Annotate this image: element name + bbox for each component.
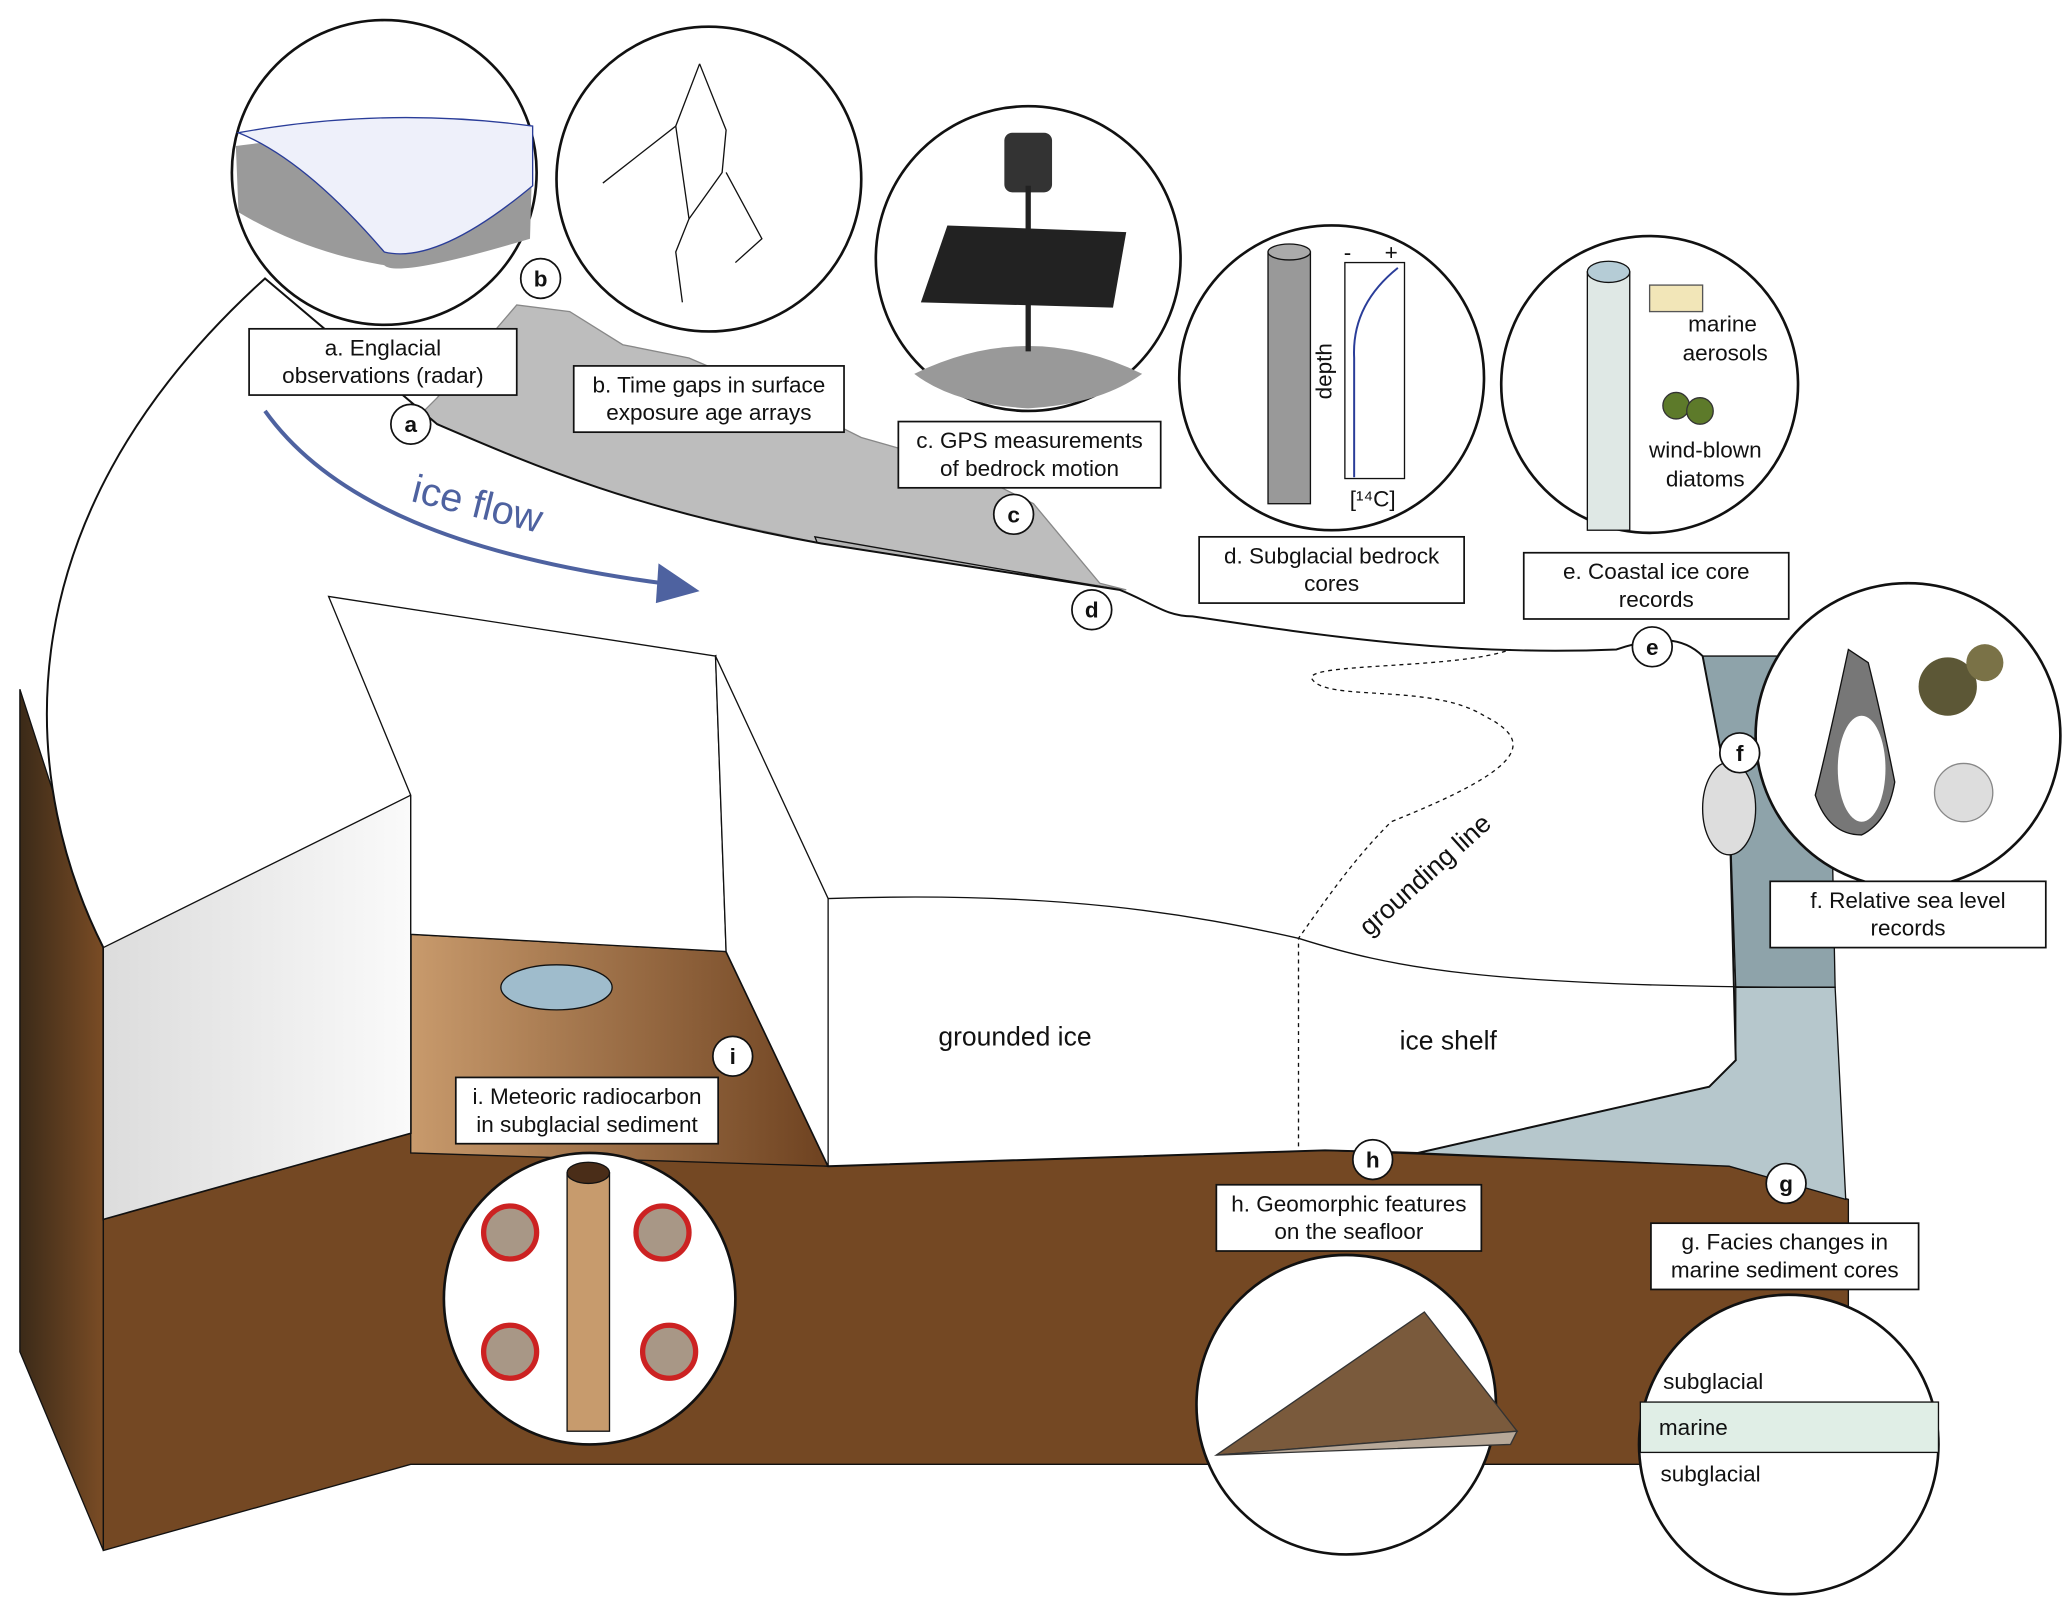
gps-antenna-icon: [1004, 132, 1053, 193]
label-h-line1: h. Geomorphic features: [1231, 1191, 1466, 1216]
tag-f: f: [1718, 732, 1761, 774]
label-e-line1: e. Coastal ice core: [1563, 559, 1749, 584]
label-h-line2: on the seafloor: [1274, 1219, 1423, 1244]
particle-cluster-icon: [480, 1203, 540, 1262]
depth-axis-label: depth: [1312, 343, 1337, 399]
tag-c: c: [992, 493, 1035, 536]
inset-b-exposure-ages: [555, 25, 863, 333]
tag-d: d: [1071, 588, 1113, 631]
ice-flow-arrowhead: [655, 563, 700, 604]
solar-panel-icon: [920, 225, 1127, 308]
tag-e-letter: e: [1646, 635, 1659, 660]
label-f-line2: records: [1870, 916, 1945, 941]
ice-front-face: [102, 794, 412, 1221]
layer-subglacial-bottom: subglacial: [1661, 1462, 1761, 1487]
aerosol-icon: [1648, 284, 1704, 313]
layer-marine: marine: [1659, 1415, 1728, 1440]
inset-i-radiocarbon: [442, 1151, 737, 1446]
inset-g-sediment-core: subglacial marine subglacial: [1637, 1293, 1940, 1596]
label-a-line1: a. Englacial: [325, 335, 441, 360]
grounded-ice-face: [714, 655, 829, 1167]
tag-d-letter: d: [1085, 598, 1099, 623]
subglacial-lake: [500, 964, 613, 1011]
tag-i-letter: i: [730, 1044, 736, 1069]
tag-h-letter: h: [1366, 1148, 1380, 1173]
tag-b: b: [519, 257, 562, 300]
grounded-ice-label: grounded ice: [938, 1022, 1091, 1052]
label-h: h. Geomorphic features on the seafloor: [1215, 1183, 1483, 1252]
label-b-line2: exposure age arrays: [606, 400, 811, 425]
diatoms-label-2: diatoms: [1666, 466, 1745, 491]
label-d: d. Subglacial bedrock cores: [1198, 535, 1465, 604]
ice-cutaway: [327, 595, 727, 953]
label-f-line1: f. Relative sea level: [1810, 888, 2005, 913]
scallop-shell-icon: [1933, 762, 1994, 823]
label-d-line2: cores: [1304, 571, 1359, 596]
diatom-icon: [1662, 391, 1691, 420]
label-c-line2: of bedrock motion: [940, 456, 1119, 481]
label-a-line2: observations (radar): [282, 363, 483, 388]
c14-label: [¹⁴C]: [1350, 486, 1396, 511]
label-g-line2: marine sediment cores: [1671, 1258, 1899, 1283]
label-f: f. Relative sea level records: [1769, 880, 2047, 949]
tag-f-letter: f: [1736, 741, 1744, 766]
tag-g: g: [1765, 1162, 1807, 1205]
label-b: b. Time gaps in surface exposure age arr…: [572, 365, 845, 434]
label-d-line1: d. Subglacial bedrock: [1224, 543, 1440, 568]
tag-g-letter: g: [1779, 1171, 1793, 1196]
label-i-line1: i. Meteoric radiocarbon: [472, 1084, 701, 1109]
diatoms-label: wind-blown: [1648, 437, 1762, 462]
layer-subglacial-top: subglacial: [1663, 1369, 1763, 1394]
label-e: e. Coastal ice core records: [1522, 551, 1790, 620]
grounding-line-path: [1297, 648, 1514, 1147]
ice-flow-arrow: [263, 409, 663, 586]
plus-label: +: [1385, 240, 1398, 265]
tag-c-letter: c: [1007, 502, 1020, 527]
label-e-line2: records: [1619, 587, 1694, 612]
label-a: a. Englacial observations (radar): [248, 327, 518, 396]
label-c: c. GPS measurements of bedrock motion: [897, 420, 1162, 489]
bedrock-front: [102, 1132, 1850, 1552]
label-g-line1: g. Facies changes in: [1682, 1230, 1889, 1255]
aerosols-label-2: aerosols: [1683, 341, 1768, 366]
ice-shelf-label: ice shelf: [1400, 1026, 1498, 1056]
tag-i: i: [711, 1035, 754, 1077]
aerosols-label: marine: [1688, 311, 1757, 336]
inset-a-radar: [230, 18, 538, 327]
inset-h-seafloor: [1195, 1253, 1519, 1556]
label-i: i. Meteoric radiocarbon in subglacial se…: [454, 1076, 720, 1145]
inset-d-bedrock-core: depth - + [¹⁴C]: [1177, 224, 1486, 532]
inset-f-sea-level: [1701, 581, 2062, 890]
tag-a: a: [390, 403, 432, 445]
label-i-line2: in subglacial sediment: [476, 1112, 698, 1137]
tag-b-letter: b: [534, 266, 548, 291]
shell-fragment-icon: [1918, 657, 1977, 716]
tag-h: h: [1351, 1138, 1394, 1181]
inset-c-gps-station: [874, 104, 1182, 413]
label-g: g. Facies changes in marine sediment cor…: [1650, 1222, 1920, 1291]
tag-a-letter: a: [404, 412, 417, 437]
label-b-line1: b. Time gaps in surface: [592, 372, 825, 397]
core-dashed-line: [821, 542, 1120, 591]
label-c-line1: c. GPS measurements: [916, 428, 1143, 453]
minus-label: -: [1344, 240, 1352, 265]
inset-e-ice-core: marine aerosols wind-blown diatoms: [1499, 234, 1800, 535]
tag-e: e: [1631, 626, 1674, 668]
